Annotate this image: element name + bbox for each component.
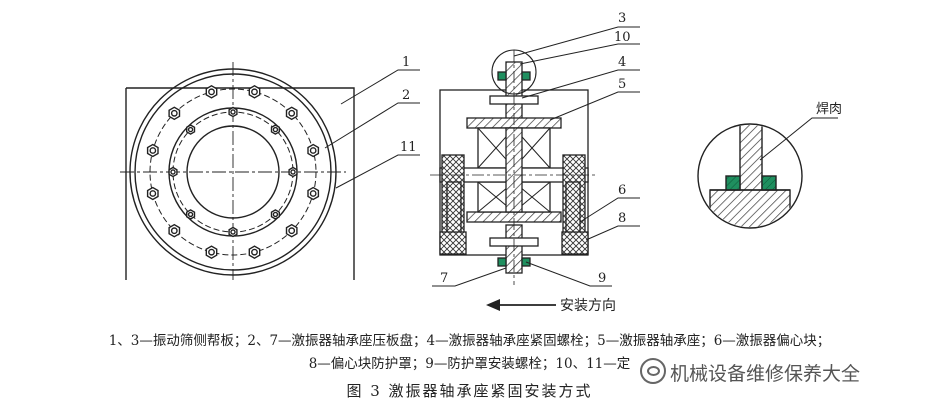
legend-line-1: 1、3—振动筛侧帮板；2、7—激振器轴承座压板盘；4—激振器轴承座紧固螺栓；5—… bbox=[108, 333, 831, 349]
callout-3: 3 bbox=[618, 11, 626, 26]
callout-7: 7 bbox=[440, 271, 448, 286]
callout-8: 8 bbox=[618, 211, 626, 226]
bolt-head-icon bbox=[270, 209, 280, 220]
callout-5: 5 bbox=[618, 77, 626, 92]
inner-bolt-ring bbox=[168, 106, 298, 238]
bolt-head-icon bbox=[288, 166, 298, 178]
watermark-text: 机械设备维修保养大全 bbox=[670, 363, 861, 385]
bolt-head-icon bbox=[205, 245, 218, 260]
bolt-head-icon bbox=[168, 106, 181, 121]
install-direction-arrow bbox=[486, 299, 556, 311]
bolt-head-icon bbox=[185, 209, 196, 220]
bolt-head-icon bbox=[307, 186, 320, 201]
wechat-icon bbox=[640, 358, 666, 384]
bolt-head-icon bbox=[228, 226, 238, 238]
bolt-head-icon bbox=[205, 84, 218, 99]
figure-caption: 图 3 激振器轴承座紧固安装方式 bbox=[346, 382, 593, 400]
legend-line-2: 8—偏心块防护罩；9—防护罩安装螺栓；10、11—定 bbox=[308, 356, 631, 372]
bolt-head-icon bbox=[270, 124, 280, 135]
callout-9: 9 bbox=[598, 271, 606, 286]
weld-detail-view bbox=[697, 123, 803, 229]
leader-lines bbox=[324, 26, 838, 287]
callout-10: 10 bbox=[614, 30, 631, 45]
direction-label: 安装方向 bbox=[560, 298, 616, 314]
callout-11: 11 bbox=[400, 140, 417, 155]
bolt-head-icon bbox=[285, 223, 298, 238]
callout-6: 6 bbox=[618, 183, 626, 198]
bolt-head-icon bbox=[185, 124, 196, 135]
bolt-head-icon bbox=[146, 186, 159, 201]
weld-bead bbox=[725, 175, 741, 191]
bolt-head-icon bbox=[168, 166, 178, 178]
bolt-head-icon bbox=[285, 106, 298, 121]
section-view bbox=[430, 49, 598, 285]
bolt-head-icon bbox=[248, 84, 261, 99]
front-view bbox=[120, 62, 355, 280]
block-guard bbox=[439, 231, 467, 255]
bolt-head-icon bbox=[168, 223, 181, 238]
callout-1: 1 bbox=[402, 55, 410, 70]
bolt-head-icon bbox=[248, 245, 261, 260]
side-plate bbox=[505, 61, 523, 121]
bolt-head-icon bbox=[146, 143, 159, 158]
outer-bolt-ring bbox=[146, 84, 320, 260]
callout-2: 2 bbox=[402, 88, 410, 103]
bolt-head-icon bbox=[307, 143, 320, 158]
bolt-head-icon bbox=[228, 106, 238, 118]
watermark: 机械设备维修保养大全 bbox=[640, 358, 860, 386]
callout-4: 4 bbox=[618, 55, 626, 70]
weld-label: 焊肉 bbox=[816, 101, 842, 117]
